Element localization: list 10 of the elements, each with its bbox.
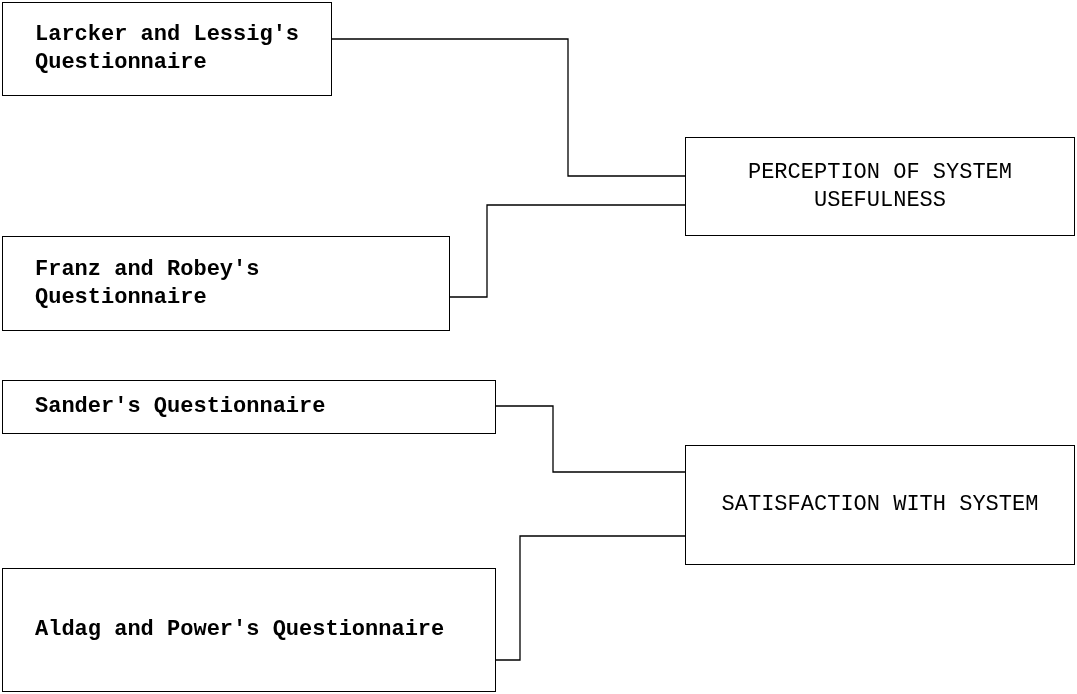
- text-box: Larcker and Lessig's Questionnaire: [2, 2, 332, 96]
- connector-line: [495, 405, 686, 473]
- text-box: Franz and Robey's Questionnaire: [2, 236, 450, 331]
- connector-line: [331, 38, 686, 177]
- text-box: Aldag and Power's Questionnaire: [2, 568, 496, 692]
- text-box: PERCEPTION OF SYSTEM USEFULNESS: [685, 137, 1075, 236]
- text-box: Sander's Questionnaire: [2, 380, 496, 434]
- connector-line: [495, 535, 686, 661]
- connector-line: [449, 204, 686, 298]
- text-box: SATISFACTION WITH SYSTEM: [685, 445, 1075, 565]
